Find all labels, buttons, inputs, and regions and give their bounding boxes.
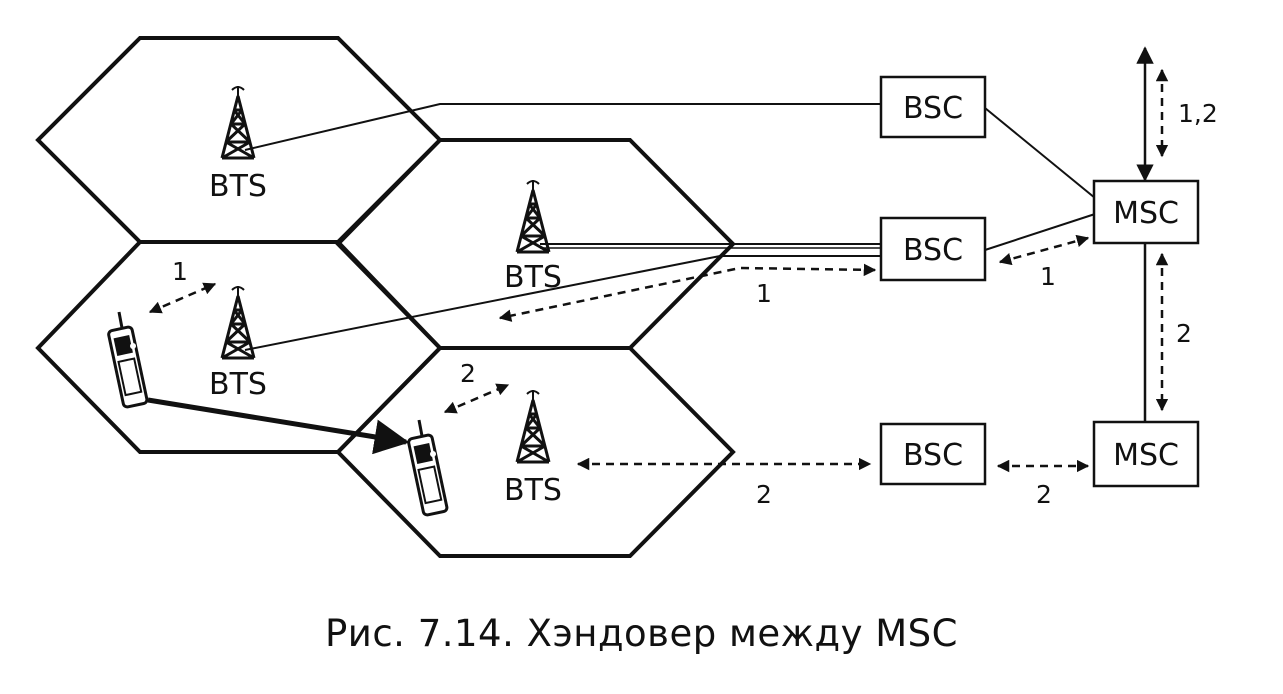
svg-text:BTS: BTS <box>504 260 562 295</box>
link-label: 1 <box>1040 262 1056 291</box>
cell-4 <box>335 346 736 558</box>
svg-text:MSC: MSC <box>1113 196 1179 231</box>
link-label: 2 <box>460 359 476 388</box>
bsc-3: BSC <box>879 422 987 486</box>
figure-caption: Рис. 7.14. Хэндовер между MSC <box>324 612 958 655</box>
handover-movement-arrow <box>147 397 410 455</box>
svg-text:BSC: BSC <box>903 233 963 268</box>
link-label: 2 <box>1036 480 1052 509</box>
link-label: 2 <box>1176 319 1192 348</box>
msc-2: MSC <box>1092 420 1200 488</box>
bsc-2: BSC <box>879 216 987 282</box>
svg-text:BSC: BSC <box>903 91 963 126</box>
mobile-phone-icon <box>406 418 450 518</box>
cell-1 <box>35 36 443 244</box>
link-label: 1 <box>172 257 188 286</box>
link-label: 1 <box>756 279 772 308</box>
solid-links <box>244 46 1154 422</box>
svg-text:MSC: MSC <box>1113 438 1179 473</box>
link-label: 1,2 <box>1178 99 1218 128</box>
mobile-phone-icon <box>106 310 150 410</box>
svg-text:BSC: BSC <box>903 438 963 473</box>
svg-text:BTS: BTS <box>209 367 267 402</box>
bts-1: BTS <box>209 84 267 204</box>
msc-1: MSC <box>1092 179 1200 245</box>
svg-text:BTS: BTS <box>209 169 267 204</box>
bts-2: BTS <box>504 178 562 295</box>
link-label: 2 <box>756 480 772 509</box>
dashed-links <box>148 68 1169 473</box>
bts-3: BTS <box>209 284 267 402</box>
bts-4: BTS <box>504 388 562 508</box>
svg-text:BTS: BTS <box>504 473 562 508</box>
bsc-1: BSC <box>879 75 987 139</box>
